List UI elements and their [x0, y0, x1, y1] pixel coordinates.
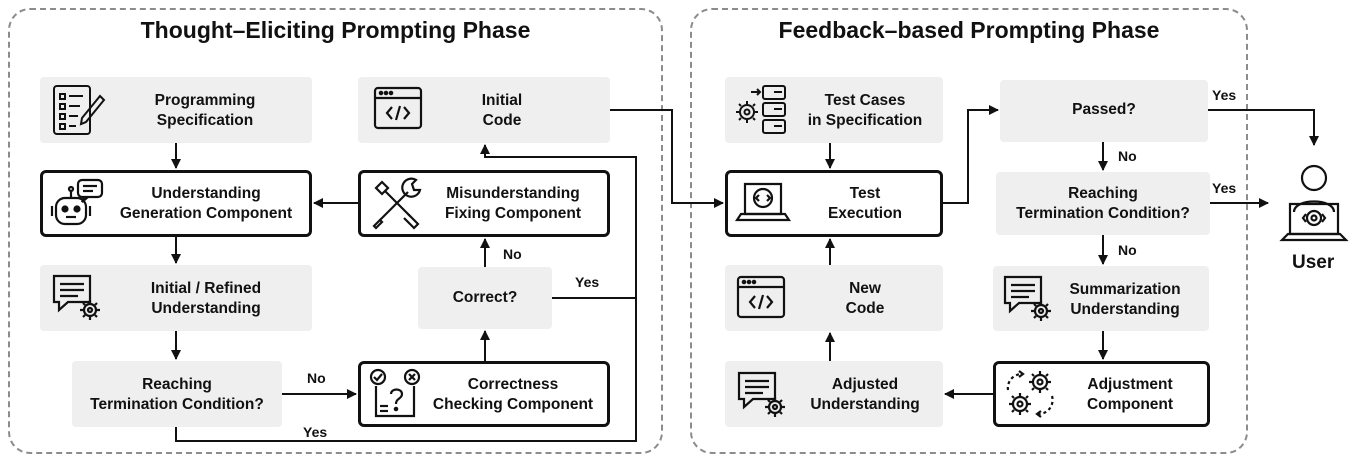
passed-decision-node — [1000, 80, 1208, 142]
edge-label-no-termination-right: No — [1118, 242, 1137, 258]
feedback-based-phase-title: Feedback–based Prompting Phase — [778, 17, 1160, 43]
test-execution-component — [725, 170, 943, 237]
chat-gear-icon — [737, 371, 785, 417]
initial-refined-understanding-label: Initial / Refined Understanding — [150, 280, 262, 317]
laptop-code-icon — [734, 182, 792, 222]
passed-decision-label: Passed? — [1072, 101, 1136, 118]
correct-decision-label: Correct? — [452, 289, 518, 306]
user-laptop-icon — [1279, 164, 1349, 242]
document-edit-icon — [53, 85, 106, 135]
edge-label-yes-termination-right: Yes — [1212, 180, 1237, 196]
edge-label-yes-correct: Yes — [575, 274, 600, 290]
feedback-based-phase — [690, 8, 1248, 454]
chat-gear-icon — [52, 274, 100, 320]
edge-label-yes-passed: Yes — [1212, 87, 1237, 103]
programming-specification-label: Programming Specification — [154, 92, 256, 129]
user-label: User — [1292, 252, 1335, 273]
edge-label-no-termination-left: No — [307, 370, 326, 386]
gear-checklist-icon — [736, 85, 786, 134]
misunderstanding-fixing-component — [358, 170, 610, 237]
edge-label-no-passed: No — [1118, 148, 1137, 164]
correctness-checking-label: Correctness Checking Component — [432, 376, 594, 413]
understanding-generation-label: Understanding Generation Component — [119, 185, 293, 222]
adjustment-component — [993, 361, 1210, 427]
adjusted-understanding-label: Adjusted Understanding — [810, 376, 920, 413]
reaching-termination-right-node — [996, 172, 1210, 235]
new-code-label: New Code — [845, 280, 885, 317]
reaching-termination-left-node — [72, 361, 282, 427]
robot-chat-icon — [50, 178, 104, 226]
reaching-termination-left-label: Reaching Termination Condition? — [90, 376, 264, 413]
check-question-icon — [369, 368, 421, 418]
initial-code-label: Initial Code — [481, 92, 523, 129]
thought-eliciting-phase — [8, 8, 663, 454]
test-execution-label: Test Execution — [827, 185, 903, 222]
thought-eliciting-phase-title: Thought–Eliciting Prompting Phase — [140, 17, 531, 43]
edge-label-no-correct: No — [503, 246, 522, 262]
adjustment-component-label: Adjustment Component — [1086, 376, 1174, 413]
tools-wrench-screwdriver-icon — [372, 177, 422, 230]
test-cases-node — [725, 77, 943, 143]
edge-label-yes-termination-left: Yes — [303, 424, 328, 440]
chat-gear-icon — [1003, 275, 1051, 321]
misunderstanding-fixing-label: Misunderstanding Fixing Component — [444, 185, 582, 222]
gears-cycle-icon — [1006, 370, 1054, 418]
summarization-understanding-label: Summarization Understanding — [1069, 281, 1181, 318]
code-window-icon — [373, 86, 423, 130]
programming-specification-node — [40, 77, 312, 143]
code-window-icon — [736, 275, 786, 319]
correctness-checking-component — [358, 361, 610, 427]
correct-decision-node — [418, 267, 552, 329]
test-cases-label: Test Cases in Specification — [807, 92, 923, 129]
reaching-termination-right-label: Reaching Termination Condition? — [1016, 185, 1190, 222]
